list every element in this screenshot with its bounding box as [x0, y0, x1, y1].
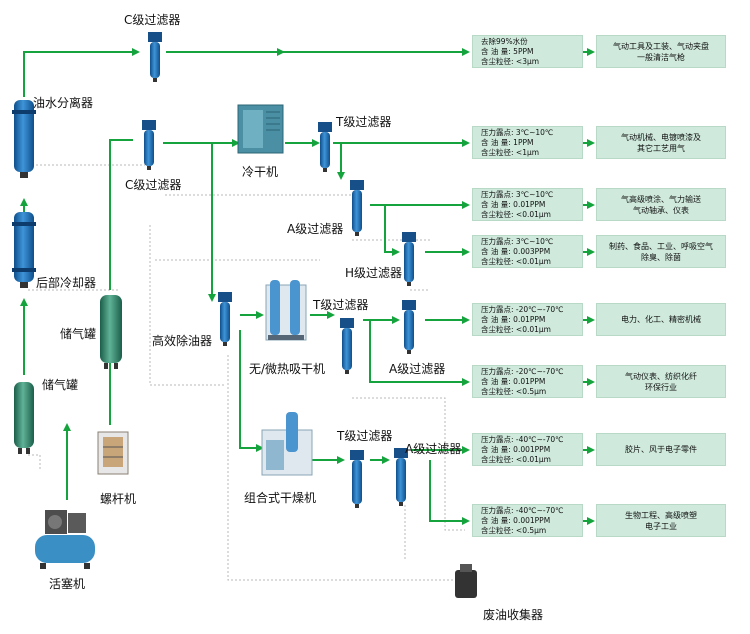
- air-pipes: [20, 48, 595, 525]
- application-line: 气动机械、电镀喷漆及: [621, 132, 701, 142]
- application-line: 环保行业: [645, 382, 677, 392]
- t-filter-2-icon: [340, 318, 354, 374]
- spec-line: 含尘粒径: <0.5μm: [481, 526, 547, 535]
- application-box-2: 气动机械、电镀喷漆及其它工艺用气: [596, 126, 726, 159]
- c-filter-2-icon: [142, 120, 156, 170]
- piston-compressor-icon: [35, 510, 95, 569]
- application-line: 气动工具及工装、气动夹盘: [613, 41, 709, 51]
- spec-line: 含 油 量: 0.01PPM: [481, 377, 546, 386]
- spec-line: 压力露点: 3℃~10℃: [481, 237, 554, 246]
- storage-tank-2-label: 储气罐: [60, 327, 97, 341]
- spec-line: 含尘粒径: <3μm: [481, 57, 540, 66]
- application-line: 除臭、除菌: [641, 252, 681, 262]
- spec-line: 含尘粒径: <0.01μm: [481, 210, 551, 219]
- spec-line: 含尘粒径: <1μm: [481, 148, 540, 157]
- spec-box-2: 压力露点: 3℃~10℃ 含 油 量: 1PPM 含尘粒径: <1μm: [472, 126, 583, 159]
- t-filter-1-label: T级过滤器: [336, 115, 392, 129]
- spec-box-4: 压力露点: 3℃~10℃ 含 油 量: 0.003PPM 含尘粒径: <0.01…: [472, 235, 583, 268]
- application-box-4: 制药、食品、工业、呼吸空气除臭、除菌: [596, 235, 726, 268]
- desiccant-dryer-icon: [265, 280, 307, 341]
- spec-line: 含 油 量: 0.003PPM: [481, 247, 551, 256]
- waste-oil-collector-icon: [455, 564, 477, 598]
- screw-compressor-icon: [97, 431, 129, 475]
- t-filter-1-icon: [318, 122, 332, 172]
- combined-dryer-label: 组合式干燥机: [244, 491, 317, 505]
- storage-tank-1-icon: [14, 382, 34, 454]
- waste-oil-collector-label: 废油收集器: [483, 608, 544, 622]
- c-filter-top-icon: [148, 32, 162, 82]
- oil-water-separator-label: 油水分离器: [33, 96, 94, 110]
- spec-line: 压力露点: -40℃~-70℃: [481, 435, 564, 444]
- application-box-5: 电力、化工、精密机械: [596, 303, 726, 336]
- combined-dryer-icon: [261, 412, 313, 476]
- application-box-6: 气动仪表、纺织化纤环保行业: [596, 365, 726, 398]
- h-filter-icon: [402, 232, 416, 286]
- spec-box-8: 压力露点: -40℃~-70℃ 含 油 量: 0.001PPM 含尘粒径: <0…: [472, 504, 583, 537]
- application-line: 气动轴承、仪表: [633, 205, 689, 215]
- a-filter-1-label: A级过滤器: [287, 222, 344, 236]
- spec-box-7: 压力露点: -40℃~-70℃ 含 油 量: 0.001PPM 含尘粒径: <0…: [472, 433, 583, 466]
- spec-line: 压力露点: 3℃~10℃: [481, 128, 554, 137]
- spec-box-3: 压力露点: 3℃~10℃ 含 油 量: 0.01PPM 含尘粒径: <0.01μ…: [472, 188, 583, 221]
- spec-line: 含尘粒径: <0.5μm: [481, 387, 547, 396]
- spec-line: 压力露点: -40℃~-70℃: [481, 506, 564, 515]
- h-filter-label: H级过滤器: [345, 266, 403, 280]
- spec-line: 去除99%水份: [481, 37, 528, 46]
- storage-tank-1-label: 储气罐: [42, 378, 79, 392]
- application-line: 电子工业: [645, 521, 677, 531]
- application-line: 胶片、风于电子零件: [625, 445, 697, 454]
- spec-line: 含 油 量: 0.001PPM: [481, 445, 551, 454]
- a-filter-3-icon: [394, 448, 408, 506]
- application-line: 气高级喷涂、气力输送: [621, 194, 701, 204]
- refrigerated-dryer-label: 冷干机: [242, 165, 279, 179]
- spec-box-6: 压力露点: -20℃~-70℃ 含 油 量: 0.01PPM 含尘粒径: <0.…: [472, 365, 583, 398]
- storage-tank-2-icon: [100, 295, 122, 369]
- screw-compressor-label: 螺杆机: [100, 492, 137, 506]
- oil-water-separator-icon: [12, 100, 36, 178]
- spec-line: 含 油 量: 1PPM: [481, 138, 534, 147]
- spec-line: 含 油 量: 0.01PPM: [481, 200, 546, 209]
- application-box-7: 胶片、风于电子零件: [596, 433, 726, 466]
- spec-line: 含 油 量: 0.01PPM: [481, 315, 546, 324]
- c-filter-top-label: C级过滤器: [124, 13, 181, 27]
- spec-line: 压力露点: 3℃~10℃: [481, 190, 554, 199]
- drain-lines: [28, 164, 465, 581]
- spec-line: 含 油 量: 0.001PPM: [481, 516, 551, 525]
- t-filter-3-icon: [350, 450, 364, 508]
- a-filter-2-icon: [402, 300, 416, 354]
- spec-line: 含尘粒径: <0.01μm: [481, 455, 551, 464]
- c-filter-2-label: C级过滤器: [125, 178, 182, 192]
- application-line: 电力、化工、精密机械: [621, 315, 701, 324]
- spec-line: 压力露点: -20℃~-70℃: [481, 305, 564, 314]
- spec-line: 含尘粒径: <0.01μm: [481, 257, 551, 266]
- application-line: 一般清洁气枪: [637, 52, 685, 62]
- t-filter-3-label: T级过滤器: [337, 429, 393, 443]
- efficient-oil-remover-label: 高效除油器: [152, 334, 213, 348]
- a-filter-1-icon: [350, 180, 364, 236]
- piston-compressor-label: 活塞机: [49, 577, 86, 591]
- application-line: 制药、食品、工业、呼吸空气: [609, 241, 713, 251]
- spec-box-1: 去除99%水份 含 油 量: 5PPM 含尘粒径: <3μm: [472, 35, 583, 68]
- application-box-8: 生物工程、高级喷塑电子工业: [596, 504, 726, 537]
- spec-line: 含尘粒径: <0.01μm: [481, 325, 551, 334]
- application-box-3: 气高级喷涂、气力输送气动轴承、仪表: [596, 188, 726, 221]
- spec-line: 含 油 量: 5PPM: [481, 47, 534, 56]
- application-line: 生物工程、高级喷塑: [625, 510, 697, 520]
- application-line: 其它工艺用气: [637, 143, 685, 153]
- spec-line: 压力露点: -20℃~-70℃: [481, 367, 564, 376]
- spec-box-5: 压力露点: -20℃~-70℃ 含 油 量: 0.01PPM 含尘粒径: <0.…: [472, 303, 583, 336]
- rear-cooler-icon: [12, 212, 36, 288]
- efficient-oil-remover-icon: [218, 292, 232, 346]
- a-filter-2-label: A级过滤器: [389, 362, 446, 376]
- application-box-1: 气动工具及工装、气动夹盘一般清洁气枪: [596, 35, 726, 68]
- rear-cooler-label: 后部冷却器: [36, 276, 97, 290]
- a-filter-3-label: A级过滤器: [405, 442, 462, 456]
- application-line: 气动仪表、纺织化纤: [625, 371, 697, 381]
- t-filter-2-label: T级过滤器: [313, 298, 369, 312]
- desiccant-dryer-label: 无/微热吸干机: [249, 362, 326, 376]
- refrigerated-dryer-icon: [237, 104, 284, 154]
